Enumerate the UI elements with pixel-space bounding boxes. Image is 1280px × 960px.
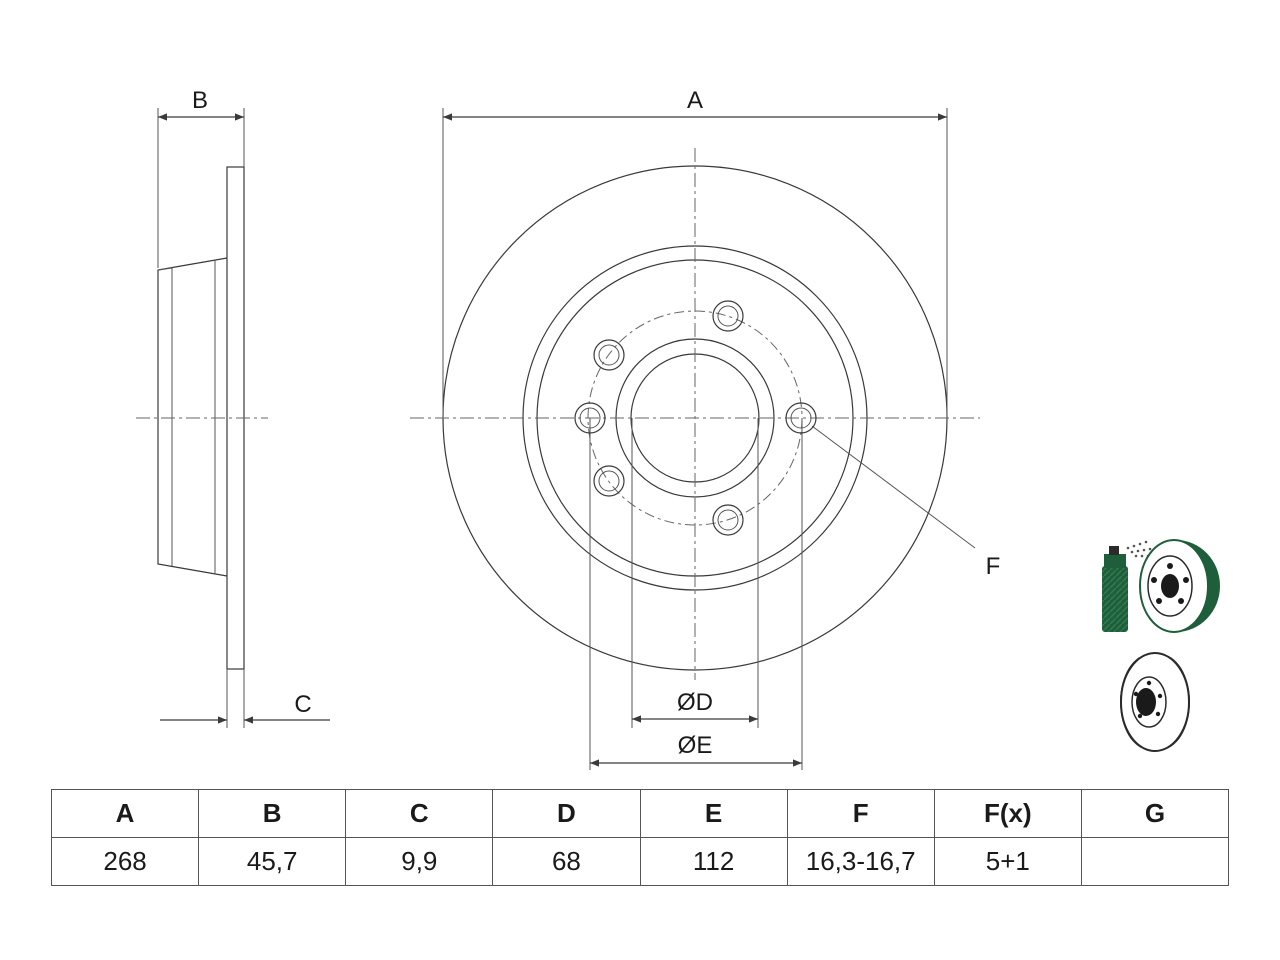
table-header-row: A B C D E F F(x) G [50, 789, 1230, 838]
table-header-cell: F [786, 789, 935, 838]
dimension-f-label: F [986, 553, 1001, 580]
bolt-hole [593, 465, 625, 497]
dimension-f-leader [811, 425, 976, 549]
table-header-cell: F(x) [933, 789, 1082, 838]
side-view: B C [136, 87, 330, 728]
table-cell: 112 [639, 837, 788, 886]
bolt-hole [574, 402, 606, 434]
hat-profile [157, 257, 228, 577]
spray-coating-icon [1102, 539, 1220, 633]
table-cell: 9,9 [345, 837, 494, 886]
table-cell: 45,7 [198, 837, 347, 886]
brake-disc-icon [1120, 652, 1190, 752]
bolt-hole [593, 339, 625, 371]
table-header-cell: A [50, 789, 200, 838]
table-header-cell: D [492, 789, 641, 838]
table-cell: 5+1 [933, 837, 1082, 886]
table-cell: 16,3-16,7 [786, 837, 935, 886]
dimension-c-label: C [294, 691, 311, 718]
table-cell: 68 [492, 837, 641, 886]
table-header-cell: B [198, 789, 347, 838]
bolt-hole [785, 402, 817, 434]
bolt-hole [712, 300, 744, 332]
front-view: A ØD ØE F [410, 87, 1000, 770]
table-row: 268 45,7 9,9 68 112 16,3-16,7 5+1 [50, 837, 1230, 886]
dimension-d-label: ØD [677, 689, 713, 716]
dimension-b-label: B [192, 87, 208, 114]
table-header-cell: E [639, 789, 788, 838]
bolt-holes [574, 300, 817, 536]
table-cell [1080, 837, 1230, 886]
specification-table: A B C D E F F(x) G 268 45,7 9,9 68 112 1… [50, 789, 1230, 886]
dimension-a-label: A [687, 87, 703, 114]
table-header-cell: G [1080, 789, 1230, 838]
dimension-e-label: ØE [678, 732, 713, 759]
bolt-hole [712, 504, 744, 536]
table-cell: 268 [50, 837, 200, 886]
table-header-cell: C [345, 789, 494, 838]
